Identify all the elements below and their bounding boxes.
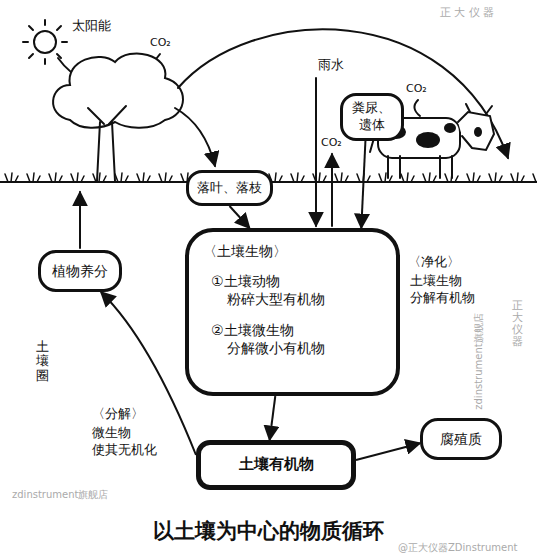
grass-tuft — [511, 173, 524, 182]
note-label: 土壤生物 分解有机物 — [410, 273, 480, 307]
tree-trunk — [88, 106, 126, 181]
grass-tuft — [401, 173, 414, 182]
note-label: 土壤圈 — [36, 340, 49, 383]
diagram-title: 以土壤为中心的物质循环 — [0, 518, 537, 545]
watermark: 正 大 仪 器 — [440, 6, 495, 20]
cloud-box: 粪尿、遗体 — [340, 93, 404, 141]
organic-matter-box: 土壤有机物 — [196, 440, 356, 490]
tree-canopy — [53, 53, 183, 127]
food-arc-arrow — [178, 29, 508, 158]
note-label: 〈净化〉 — [408, 254, 460, 271]
grass-tuft — [137, 173, 150, 182]
node-body: ①土壤动物 粉碎大型有机物 — [211, 272, 377, 308]
grass-tuft — [423, 173, 436, 182]
grass-tuft — [291, 173, 304, 182]
cow-breath — [414, 100, 420, 116]
note-label: 〈分解〉 — [92, 406, 144, 423]
node-title: 〈土壤生物〉 — [203, 242, 287, 260]
watermark: zdinstrument旗舰店 — [472, 313, 485, 409]
grass-tuft — [115, 173, 128, 182]
nutrient-arrow — [79, 192, 81, 248]
sun-rays — [23, 20, 67, 64]
grass-tuft — [533, 173, 537, 182]
node-title: 植物养分 — [52, 262, 108, 280]
leaf-fall-arrow — [175, 108, 215, 166]
grass-tuft — [71, 173, 84, 182]
cloud-box: 腐殖质 — [420, 418, 502, 460]
note-label: 太阳能 — [72, 18, 111, 35]
flow-arrow — [230, 206, 250, 228]
flow-arrow — [361, 141, 365, 228]
grass-tuft — [335, 173, 348, 182]
note-label: CO₂ — [150, 36, 171, 50]
cloud-box: 落叶、落枝 — [186, 170, 273, 206]
cloud-box: 植物养分 — [38, 250, 122, 292]
note-label: CO₂ — [321, 136, 342, 150]
grass-tuft — [379, 173, 392, 182]
grass-tuft — [27, 173, 40, 182]
grass-tuft — [93, 173, 106, 182]
sun — [34, 31, 56, 53]
node-title: 土壤有机物 — [239, 455, 314, 475]
grass-tuft — [49, 173, 62, 182]
organism-box: 〈土壤生物〉 ①土壤动物 粉碎大型有机物 ②土壤微生物 分解微小有机物 — [185, 228, 400, 396]
note-label: CO₂ — [406, 82, 427, 96]
grass-tuft — [467, 173, 480, 182]
note-label: 微生物 使其无机化 — [92, 425, 164, 459]
note-label: 雨水 — [318, 57, 344, 74]
grass-tuft — [313, 173, 326, 182]
grass-tuft — [159, 173, 172, 182]
node-title: 落叶、落枝 — [197, 180, 262, 197]
flow-arrow — [270, 396, 276, 440]
flow-arrow — [356, 443, 420, 460]
node-title: 腐殖质 — [440, 430, 482, 448]
grass-tuft — [5, 173, 18, 182]
cow-head — [458, 112, 494, 150]
co2-up-arrow — [331, 154, 333, 226]
rain-arrow — [315, 78, 317, 226]
grass-tuft — [489, 173, 502, 182]
watermark: 正 大 仪 器 — [512, 300, 523, 348]
watermark: zdinstrument旗舰店 — [12, 488, 108, 501]
watermark: @正大仪器ZDinstrument — [398, 541, 517, 554]
node-title: 粪尿、遗体 — [351, 100, 393, 134]
cow-horns — [466, 104, 492, 114]
node-body: ②土壤微生物 分解微小有机物 — [211, 321, 377, 357]
